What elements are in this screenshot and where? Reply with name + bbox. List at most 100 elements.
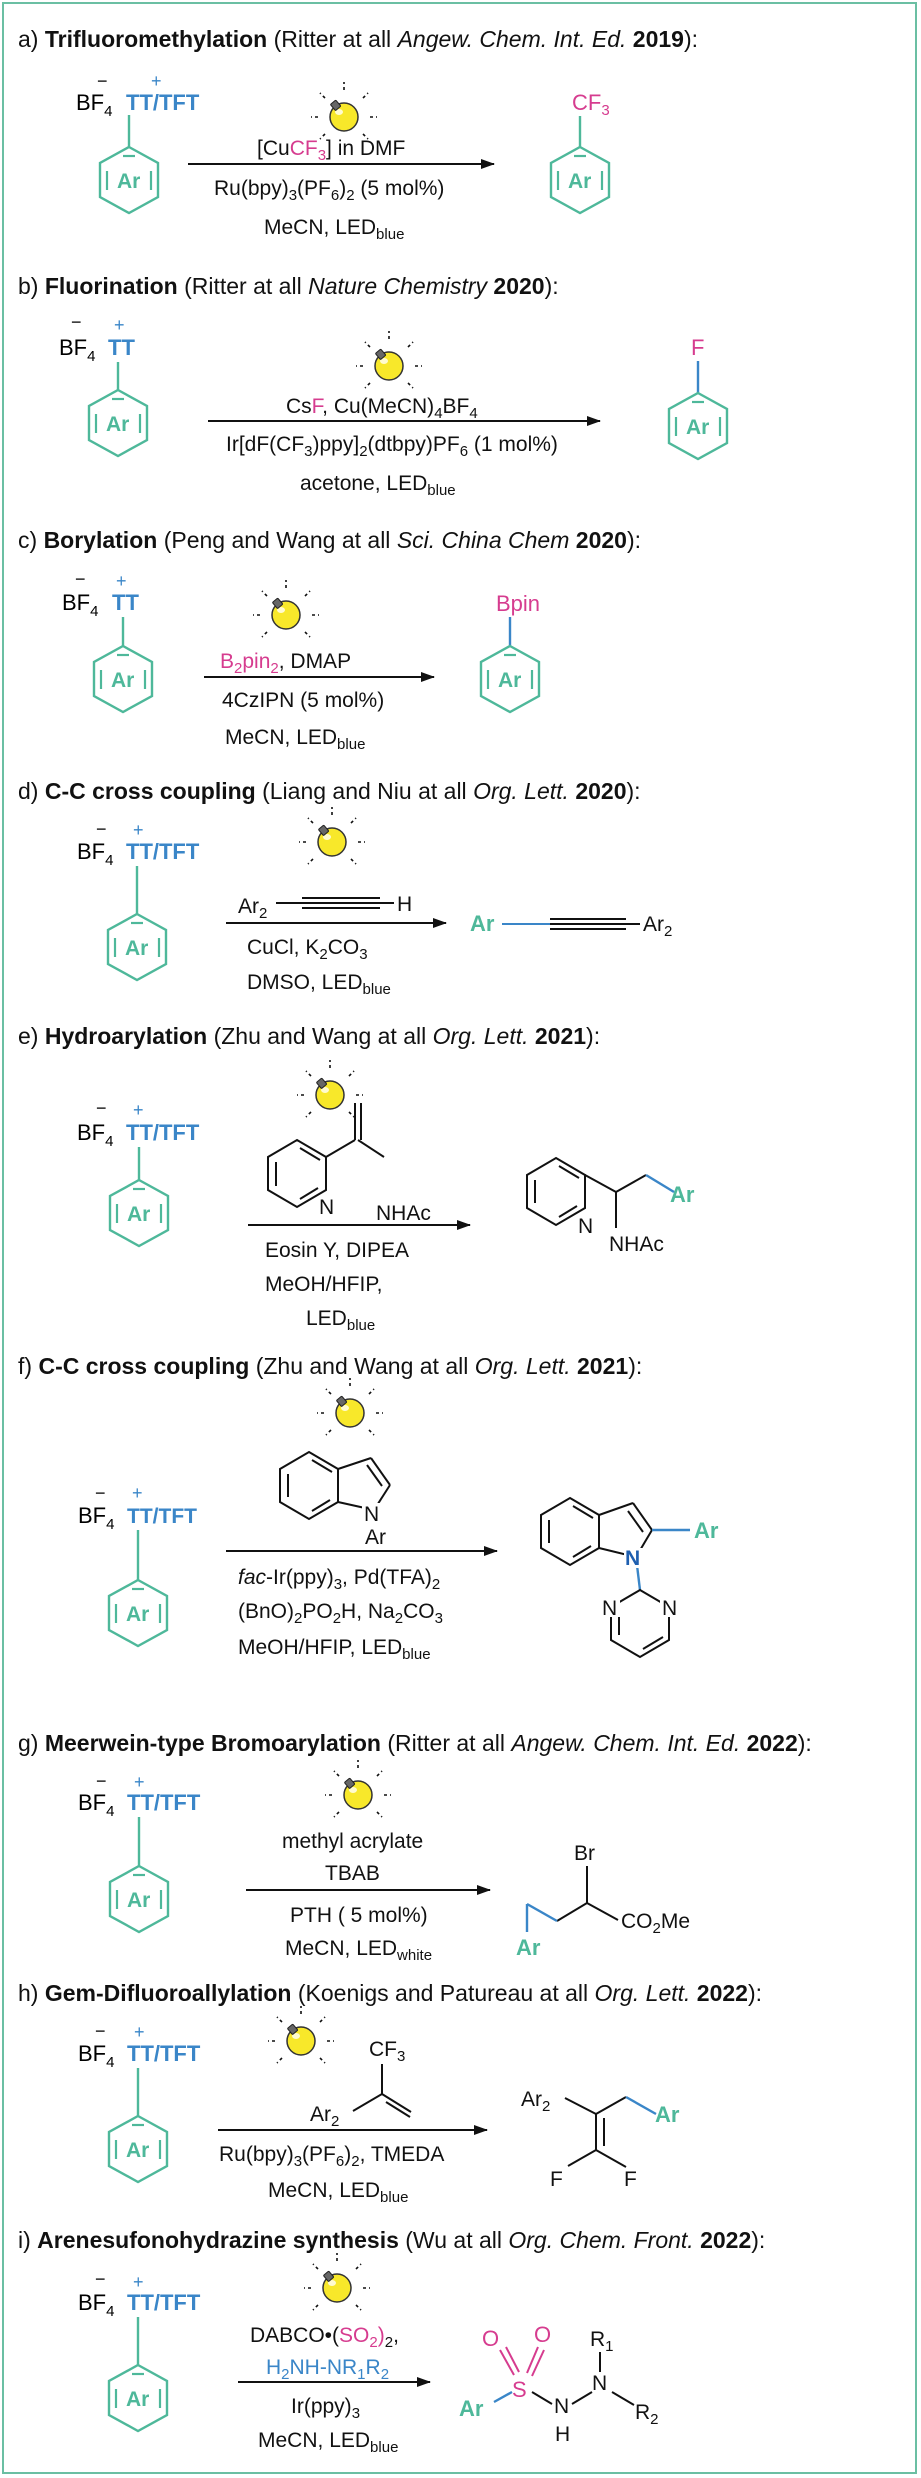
reagent-line-3: acetone, LEDblue [300, 472, 456, 499]
product-nh: N [554, 2395, 569, 2418]
reagent-line-3: MeCN, LEDblue [225, 726, 365, 753]
minus-charge: − [71, 312, 82, 332]
reagent-line-1: B2pin2, DMAP [220, 650, 351, 677]
minus-charge: − [96, 1771, 107, 1791]
pyrimidine-n-left: N [602, 1597, 617, 1620]
reagent-line-2: Ru(bpy)3(PF6)2 (5 mol%) [214, 177, 444, 204]
plus-charge: + [134, 2022, 145, 2042]
light-bulb-icon [316, 1377, 384, 1436]
light-bulb-icon [310, 81, 378, 140]
minus-charge: − [95, 2269, 106, 2289]
aryl-label: Ar [106, 413, 129, 436]
minus-charge: − [96, 819, 107, 839]
reagent-line-2: 4CzIPN (5 mol%) [222, 689, 384, 712]
reagent-line-1: methyl acrylate [282, 1830, 423, 1853]
product-pyridine-n: N [578, 1215, 593, 1238]
panel-f-scheme: − BF4 + TT/TFT Ar N Ar fac-Ir(ppy)3, Pd(… [78, 1377, 719, 1663]
product-ar: Ar [694, 1518, 719, 1543]
alkyne-h: H [397, 893, 412, 916]
product-h: H [555, 2423, 570, 2446]
minus-charge: − [75, 569, 86, 589]
reagent-line-1: CsF, Cu(MeCN)4BF4 [286, 395, 478, 422]
product-aryl-label: Ar [498, 669, 521, 692]
bf4-label: BF4 [77, 1120, 113, 1150]
light-bulb-icon [296, 1059, 364, 1118]
reagent-line-4: MeCN, LEDwhite [285, 1937, 432, 1964]
reagent-line-3: Ir(ppy)3 [291, 2395, 360, 2422]
reagent-line-2: MeOH/HFIP, [265, 1273, 382, 1296]
tt-tft-label: TT/TFT [127, 1790, 201, 1815]
light-bulb-icon [303, 2252, 371, 2311]
panel-b-scheme: − BF4 + TT Ar CsF, Cu(MeCN)4BF4 Ir[dF(CF… [59, 312, 729, 499]
alkyne-ar2: Ar2 [238, 895, 267, 922]
bf4-label: BF4 [78, 2041, 114, 2071]
product-o-right: O [534, 2322, 551, 2347]
product-substituent: Bpin [496, 591, 540, 616]
nhac-label: NHAc [376, 1202, 431, 1225]
minus-charge: − [95, 1483, 106, 1503]
bf4-label: BF4 [59, 335, 95, 365]
product-aryl-label: Ar [686, 416, 709, 439]
panel-d-scheme: − BF4 + TT/TFT Ar Ar2 H CuCl, K2CO3 DMSO… [77, 806, 672, 998]
product-ar2: Ar2 [521, 2088, 550, 2115]
reagent-line-2: MeCN, LEDblue [268, 2179, 408, 2206]
product-f-right: F [624, 2168, 637, 2191]
reagent-line-3: DMSO, LEDblue [247, 971, 391, 998]
product-ar: Ar [670, 1182, 695, 1207]
reagent-line-3: PTH ( 5 mol%) [290, 1904, 428, 1927]
light-bulb-icon [298, 806, 366, 865]
reagent-line-3: MeCN, LEDblue [264, 216, 404, 243]
reagent-line-1: Ru(bpy)3(PF6)2, TMEDA [219, 2143, 444, 2170]
plus-charge: + [151, 71, 162, 91]
reagent-line-1: DABCO•(SO2)2, [250, 2324, 399, 2351]
product-r1: R1 [590, 2328, 614, 2355]
product-substituent: CF3 [572, 90, 610, 119]
aryl-label: Ar [117, 170, 140, 193]
tt-tft-label: TT/TFT [126, 90, 200, 115]
plus-charge: + [116, 571, 127, 591]
reagent-cf3: CF3 [369, 2038, 405, 2065]
reagent-line-2: TBAB [325, 1862, 380, 1885]
product-o-left: O [482, 2326, 499, 2351]
bf4-label: BF4 [62, 590, 98, 620]
tt-tft-label: TT/TFT [127, 2041, 201, 2066]
product-ar2: Ar2 [643, 913, 672, 940]
reagent-line-2: H2NH-NR1R2 [266, 2356, 389, 2383]
light-bulb-icon [267, 2005, 335, 2064]
product-indole-n: N [625, 1547, 640, 1570]
panel-a-scheme: − BF4 + TT/TFT Ar [CuCF3] in DMF Ru(bpy)… [76, 71, 611, 243]
panel-i-scheme: − BF4 + TT/TFT Ar DABCO•(SO2)2, H2NH-NR1… [78, 2252, 659, 2456]
panel-g-scheme: − BF4 + TT/TFT Ar methyl acrylate TBAB P… [78, 1759, 690, 1964]
bf4-label: BF4 [78, 2290, 114, 2320]
indole-n: N [364, 1503, 379, 1526]
product-aryl-label: Ar [568, 170, 591, 193]
panel-e-scheme: − BF4 + TT/TFT Ar N NHAc Eosin Y, DIPEA … [77, 1059, 695, 1334]
aryl-label: Ar [125, 937, 148, 960]
product-ar: Ar [470, 911, 495, 936]
product-f-left: F [550, 2168, 563, 2191]
reagent-line-3: MeOH/HFIP, LEDblue [238, 1636, 431, 1663]
plus-charge: + [133, 2272, 144, 2292]
tt-tft-label: TT/TFT [126, 839, 200, 864]
product-substituent: F [691, 335, 704, 360]
pyridine-n: N [319, 1196, 334, 1219]
reagent-line-1: [CuCF3] in DMF [257, 137, 405, 164]
product-ar: Ar [655, 2102, 680, 2127]
plus-charge: + [132, 1483, 143, 1503]
product-nhac: NHAc [609, 1233, 664, 1256]
reagent-line-3: LEDblue [306, 1307, 375, 1334]
tt-tft-label: TT/TFT [127, 2290, 201, 2315]
tt-label: TT [108, 335, 135, 360]
reagent-line-1: fac-Ir(ppy)3, Pd(TFA)2 [238, 1566, 440, 1593]
plus-charge: + [114, 315, 125, 335]
product-ar: Ar [459, 2396, 484, 2421]
bf4-label: BF4 [78, 1790, 114, 1820]
reagent-line-1: Eosin Y, DIPEA [265, 1239, 409, 1262]
panel-c-scheme: − BF4 + TT Ar B2pin2, DMAP 4CzIPN (5 mol… [62, 569, 541, 753]
minus-charge: − [97, 71, 108, 91]
indole-n-ar: Ar [365, 1526, 386, 1549]
plus-charge: + [134, 1772, 145, 1792]
tt-tft-label: TT/TFT [127, 1505, 197, 1528]
